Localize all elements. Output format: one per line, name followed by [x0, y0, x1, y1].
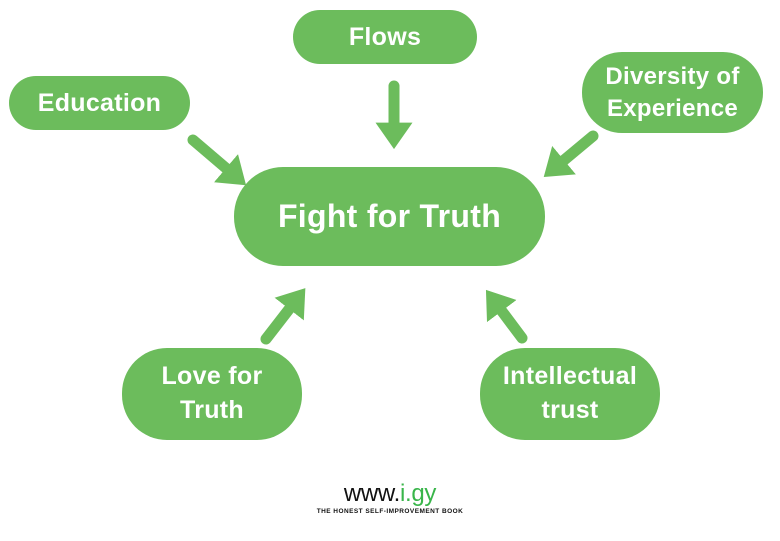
node-flows-label: Flows [348, 22, 422, 51]
node-diversity-of-experience: Diversity of Experience [582, 52, 763, 133]
logo-tagline: THE HONEST SELF-IMPROVEMENT BOOK [316, 508, 464, 516]
node-education: Education [9, 76, 190, 130]
node-love-for-truth: Love for Truth [122, 348, 302, 440]
logo-www-text: www. [343, 480, 400, 507]
arrow-diversity-to-center [543, 130, 599, 178]
node-fight-for-truth: Fight for Truth [234, 167, 545, 266]
node-flows: Flows [293, 10, 477, 64]
footer: www.i.gy THE HONEST SELF-IMPROVEMENT BOO… [0, 481, 780, 515]
node-intellectual-trust: Intellectual trust [480, 348, 660, 440]
site-logo: www.i.gy [0, 481, 780, 506]
arrow-intellectual-to-center [485, 289, 528, 344]
arrow-love-to-center [260, 288, 306, 345]
arrow-education-to-center [187, 134, 247, 186]
node-fight-for-truth-label: Fight for Truth [277, 198, 502, 234]
node-intellectual-trust-label: Intellectual trust [502, 362, 638, 424]
node-diversity-of-experience-label: Diversity of Experience [605, 63, 740, 122]
node-education-label: Education [37, 88, 162, 117]
node-love-for-truth-label: Love for Truth [161, 362, 263, 424]
logo-igy-text: i.gy [399, 480, 437, 507]
